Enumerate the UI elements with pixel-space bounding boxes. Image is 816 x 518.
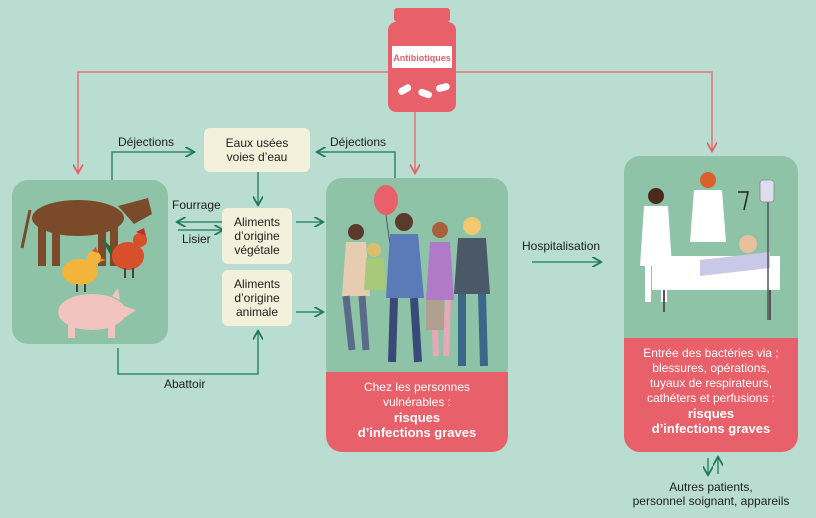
- nurse-icon: [690, 172, 726, 242]
- doctor-icon: [640, 188, 672, 302]
- box-vegetale-line-1: Aliments: [233, 215, 280, 229]
- cow-icon: [20, 198, 152, 266]
- box-animale-line-1: Aliments: [233, 277, 280, 291]
- hospital-emphasis-line-2: d’infections graves: [651, 421, 771, 436]
- hospital-text-line-2: blessures, opérations,: [652, 361, 770, 375]
- box-animale-line-3: animale: [235, 305, 279, 319]
- bottom-note: Autres patients, personnel soignant, app…: [612, 480, 810, 508]
- box-aliments-animale: Aliments d’origine animale: [222, 270, 292, 326]
- label-lisier: Lisier: [182, 232, 211, 246]
- people-emphasis-line-2: d’infections graves: [357, 425, 477, 440]
- label-dejections-right: Déjections: [330, 135, 387, 149]
- antibiotics-bottle-icon: [388, 8, 456, 112]
- hospital-text-line-3: tuyaux de respirateurs,: [649, 376, 773, 390]
- label-dejections-left: Déjections: [118, 135, 175, 149]
- box-aliments-vegetale: Aliments d’origine végétale: [222, 208, 292, 264]
- bottle-label: Antibiotiques: [393, 53, 451, 63]
- hospital-bed-icon: [652, 179, 780, 320]
- pig-icon: [58, 288, 136, 338]
- rooster-icon: [100, 228, 147, 278]
- box-eaux-line-2: voies d’eau: [226, 150, 288, 164]
- antibiotic-arrows: [78, 71, 712, 172]
- hospital-text-line-4: cathéters et perfusions :: [646, 391, 776, 405]
- family-icon: [342, 213, 490, 367]
- people-text-line-2: vulnérables :: [382, 395, 452, 409]
- box-eaux-line-1: Eaux usées: [225, 136, 289, 150]
- hen-icon: [62, 247, 106, 292]
- box-vegetale-line-2: d’origine: [234, 229, 280, 243]
- box-eaux-usees: Eaux usées voies d’eau: [204, 128, 310, 172]
- people-emphasis-line-1: risques: [393, 410, 441, 425]
- label-hospitalisation: Hospitalisation: [522, 239, 601, 253]
- flow-arrows: [111, 152, 718, 474]
- hospital-emphasis-line-1: risques: [687, 406, 735, 421]
- bottom-note-line-2: personnel soignant, appareils: [632, 494, 790, 508]
- label-fourrage: Fourrage: [172, 198, 221, 212]
- box-animale-line-2: d’origine: [234, 291, 280, 305]
- people-text-line-1: Chez les personnes: [363, 380, 471, 394]
- hospital-risk-box: Entrée des bactéries via ; blessures, op…: [624, 338, 798, 452]
- people-risk-box: Chez les personnes vulnérables : risques…: [326, 372, 508, 452]
- box-vegetale-line-3: végétale: [234, 243, 280, 257]
- bottom-note-line-1: Autres patients,: [669, 480, 753, 494]
- label-abattoir: Abattoir: [164, 377, 206, 391]
- hospital-text-line-1: Entrée des bactéries via ;: [643, 346, 779, 360]
